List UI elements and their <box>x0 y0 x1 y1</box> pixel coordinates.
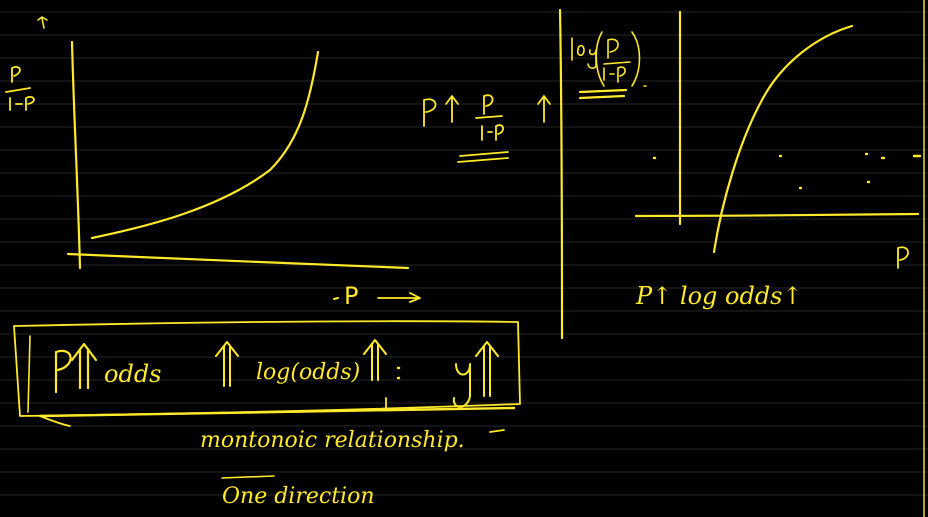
box-dots <box>396 366 401 380</box>
mid-fraction-bar <box>475 115 503 119</box>
left-graph-y-axis <box>70 40 82 270</box>
mid-up-arrow-1 <box>445 95 459 123</box>
left-graph-odds-curve <box>90 50 320 240</box>
box-log-odds-text: log(odds) <box>256 360 361 385</box>
left-graph-x-dot <box>333 297 339 300</box>
box-up-arrow-1 <box>70 342 98 390</box>
box-underline-hook <box>39 415 71 427</box>
right-graph-dots <box>652 152 922 190</box>
right-graph-x-label <box>897 246 909 269</box>
right-graph-y-label <box>571 31 647 87</box>
left-graph-y-label <box>5 66 35 111</box>
mid-fraction-num <box>483 94 494 115</box>
right-graph-x-axis <box>634 212 920 218</box>
right-graph-y-label-underline-1 <box>578 88 628 94</box>
left-graph-x-axis <box>66 252 410 270</box>
box-up-arrow-3 <box>363 339 387 381</box>
box-inner-left <box>27 335 31 413</box>
box-odds-text: odds <box>104 360 162 388</box>
mid-underline-1 <box>459 151 509 157</box>
box-up-arrow-2 <box>215 341 239 387</box>
monotonic-relationship-text: montonoic relationship. <box>200 428 465 453</box>
monotonic-underline <box>221 475 275 479</box>
mid-fraction-den <box>481 124 504 141</box>
left-graph-y-arrow <box>37 16 48 29</box>
box-y-glyph <box>452 363 471 408</box>
box-underline-long <box>38 406 516 418</box>
middle-statement <box>423 94 551 163</box>
one-direction-text: One direction <box>222 484 375 509</box>
left-graph-x-label: P <box>344 282 359 310</box>
mid-p-glyph <box>423 98 437 127</box>
boxed-statement <box>13 320 521 433</box>
left-graph-x-arrow <box>377 292 421 303</box>
right-statement: P↑ log odds↑ <box>636 282 803 310</box>
section-divider <box>558 8 564 340</box>
box-underline-tail <box>489 429 505 433</box>
mid-underline-2 <box>457 157 509 163</box>
right-graph-y-label-underline-2 <box>578 94 626 100</box>
right-graph-log-odds-curve <box>712 24 854 254</box>
left-graph <box>5 16 421 303</box>
box-up-arrow-4 <box>475 341 499 397</box>
right-graph <box>571 10 922 269</box>
box-p-glyph <box>54 349 72 394</box>
mid-up-arrow-2 <box>537 95 551 123</box>
